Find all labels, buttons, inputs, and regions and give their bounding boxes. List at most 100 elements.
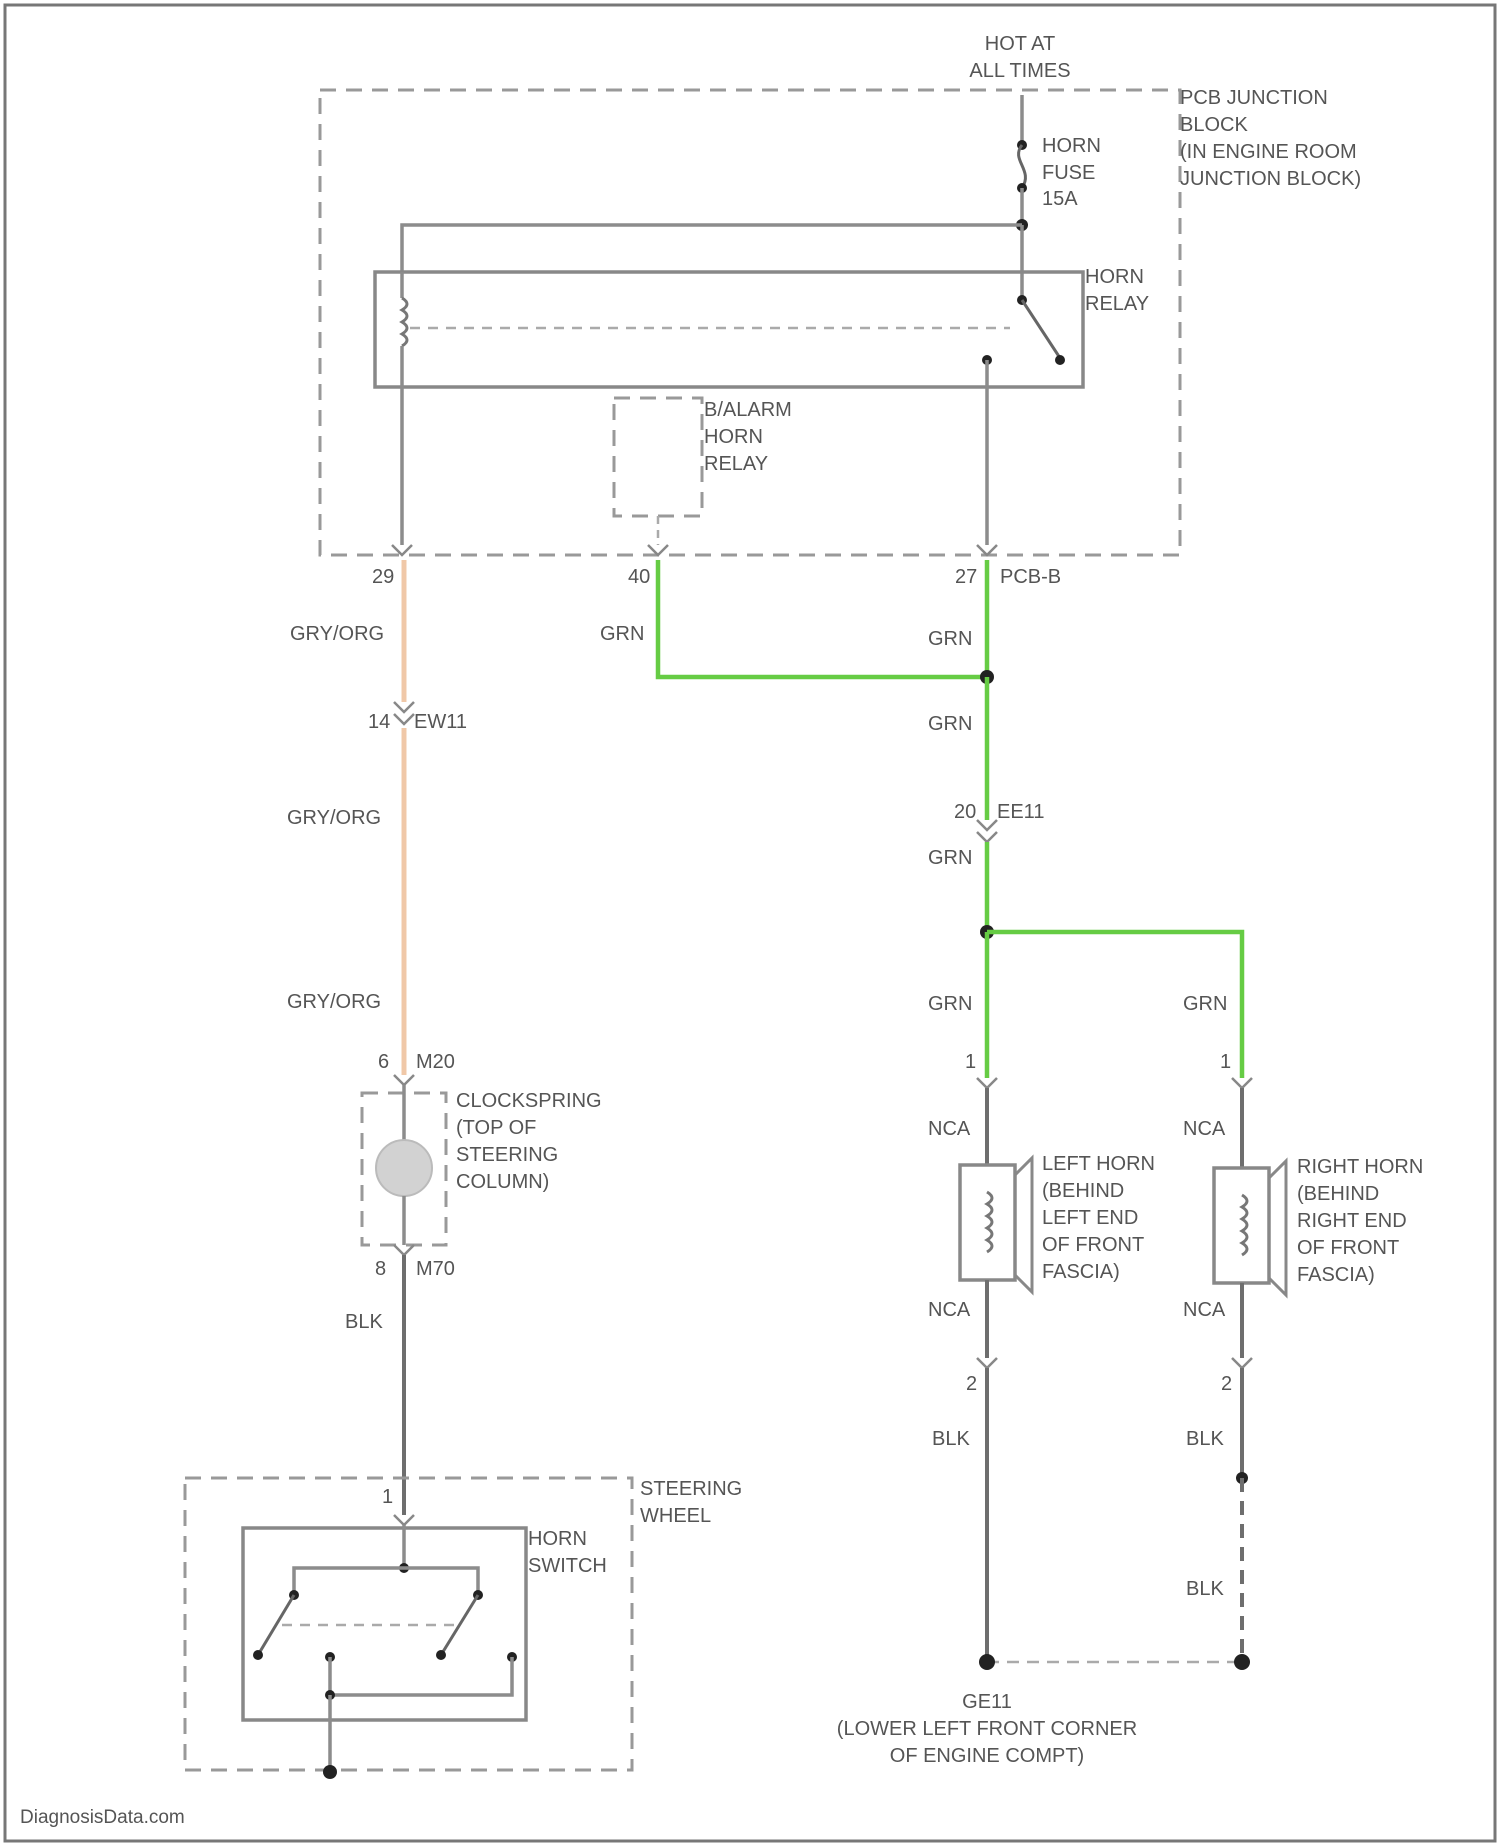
nca-label-2: NCA <box>928 1299 971 1321</box>
watermark: DiagnosisData.com <box>20 1807 185 1828</box>
page-frame <box>5 5 1495 1841</box>
ground-label-3: OF ENGINE COMPT) <box>890 1745 1084 1767</box>
left-horn-box <box>960 1165 1015 1280</box>
ground-label-2: (LOWER LEFT FRONT CORNER <box>837 1718 1137 1740</box>
grn-wire-alarm <box>658 560 987 677</box>
horn-relay-label-2: RELAY <box>1085 293 1149 315</box>
pin-1-switch-label: 1 <box>382 1486 393 1508</box>
horn-switch-label-2: SWITCH <box>528 1555 607 1577</box>
grn-label-a: GRN <box>600 623 644 645</box>
grn-label-e: GRN <box>928 993 972 1015</box>
horn-switch-right-end <box>436 1650 446 1660</box>
connector-left-horn-top <box>977 1078 997 1088</box>
clockspring-label-3: STEERING <box>456 1144 558 1166</box>
blk-label-1: BLK <box>345 1311 383 1333</box>
left-horn-label-5: FASCIA) <box>1042 1261 1120 1283</box>
relay-switch-end-node <box>1055 355 1065 365</box>
horn-relay-box <box>375 272 1083 387</box>
grn-label-c: GRN <box>928 713 972 735</box>
steering-wheel-label-1: STEERING <box>640 1478 742 1500</box>
blk-label-3: BLK <box>1186 1428 1224 1450</box>
ew11-label: EW11 <box>414 711 467 733</box>
left-horn-label-1: LEFT HORN <box>1042 1153 1155 1175</box>
blk-label-4: BLK <box>1186 1578 1224 1600</box>
pin-14-label: 14 <box>368 711 390 733</box>
horn-relay-label-1: HORN <box>1085 266 1144 288</box>
nca-label-4: NCA <box>1183 1299 1226 1321</box>
junction-block-label-3: (IN ENGINE ROOM <box>1180 141 1357 163</box>
alarm-relay-label-1: B/ALARM <box>704 399 792 421</box>
alarm-relay-label-3: RELAY <box>704 453 768 475</box>
steering-ground-symbol <box>323 1765 337 1779</box>
horn-switch-top-bus <box>294 1568 478 1595</box>
hot-at-label: HOT AT <box>985 33 1055 55</box>
right-ground-symbol <box>1234 1654 1250 1670</box>
relay-coil-feed-wire <box>402 225 1022 272</box>
right-horn-label-4: OF FRONT <box>1297 1237 1399 1259</box>
connector-m20 <box>394 1075 414 1085</box>
fuse-label-3: 15A <box>1042 188 1078 210</box>
gry-org-label-2: GRY/ORG <box>287 807 381 829</box>
nca-label-3: NCA <box>1183 1118 1226 1140</box>
left-horn-label-2: (BEHIND <box>1042 1180 1124 1202</box>
fuse-symbol <box>1019 145 1026 188</box>
alarm-relay-label-2: HORN <box>704 426 763 448</box>
m20-label: M20 <box>416 1051 455 1073</box>
right-horn-coil <box>1242 1195 1247 1255</box>
right-horn-label-2: (BEHIND <box>1297 1183 1379 1205</box>
junction-block-outline <box>320 90 1180 555</box>
steering-wheel-label-2: WHEEL <box>640 1505 711 1527</box>
pin-40-label: 40 <box>628 566 650 588</box>
connector-switch-pin <box>394 1515 414 1525</box>
connector-ee11 <box>977 820 997 842</box>
relay-switch-blade <box>1022 300 1060 358</box>
grn-label-f: GRN <box>1183 993 1227 1015</box>
ground-label-1: GE11 <box>962 1691 1012 1713</box>
ee11-label: EE11 <box>997 801 1044 823</box>
horn-switch-ground-bus <box>330 1657 512 1695</box>
clockspring-label-1: CLOCKSPRING <box>456 1090 602 1112</box>
right-horn-box <box>1214 1168 1269 1283</box>
blk-label-2: BLK <box>932 1428 970 1450</box>
clockspring-label-4: COLUMN) <box>456 1171 549 1193</box>
all-times-label: ALL TIMES <box>969 60 1070 82</box>
left-horn-label-4: OF FRONT <box>1042 1234 1144 1256</box>
fuse-label-1: HORN <box>1042 135 1101 157</box>
pin-2-right-label: 2 <box>1221 1373 1232 1395</box>
pin-1-right-label: 1 <box>1220 1051 1231 1073</box>
pin-29-label: 29 <box>372 566 394 588</box>
gry-org-label-1: GRY/ORG <box>290 623 384 645</box>
pin-20-label: 20 <box>954 801 976 823</box>
right-horn-label-1: RIGHT HORN <box>1297 1156 1423 1178</box>
clockspring-icon <box>376 1140 432 1196</box>
pin-27-label: 27 <box>955 566 977 588</box>
right-horn-bell <box>1269 1161 1286 1295</box>
connector-right-horn-bottom <box>1232 1358 1252 1368</box>
connector-m70 <box>394 1245 414 1255</box>
pin-6-label: 6 <box>378 1051 389 1073</box>
clockspring-label-2: (TOP OF <box>456 1117 536 1139</box>
left-horn-coil <box>987 1192 992 1252</box>
junction-block-label-4: JUNCTION BLOCK) <box>1180 168 1361 190</box>
connector-left-horn-bottom <box>977 1358 997 1368</box>
connector-right-horn-top <box>1232 1078 1252 1088</box>
pin-1-left-label: 1 <box>965 1051 976 1073</box>
left-horn-bell <box>1015 1158 1032 1292</box>
alarm-relay-box <box>614 398 702 516</box>
left-horn-label-3: LEFT END <box>1042 1207 1138 1229</box>
right-horn-label-3: RIGHT END <box>1297 1210 1407 1232</box>
horn-switch-left-end <box>253 1650 263 1660</box>
right-horn-label-5: FASCIA) <box>1297 1264 1375 1286</box>
connector-ew11 <box>394 702 414 724</box>
horn-switch-label-1: HORN <box>528 1528 587 1550</box>
m70-label: M70 <box>416 1258 455 1280</box>
pcb-b-label: PCB-B <box>1000 566 1061 588</box>
junction-block-label-1: PCB JUNCTION <box>1180 87 1328 109</box>
relay-coil-symbol <box>402 298 407 346</box>
gry-org-label-3: GRY/ORG <box>287 991 381 1013</box>
junction-block-label-2: BLOCK <box>1180 114 1248 136</box>
grn-label-b: GRN <box>928 628 972 650</box>
nca-label-1: NCA <box>928 1118 971 1140</box>
pin-2-left-label: 2 <box>966 1373 977 1395</box>
